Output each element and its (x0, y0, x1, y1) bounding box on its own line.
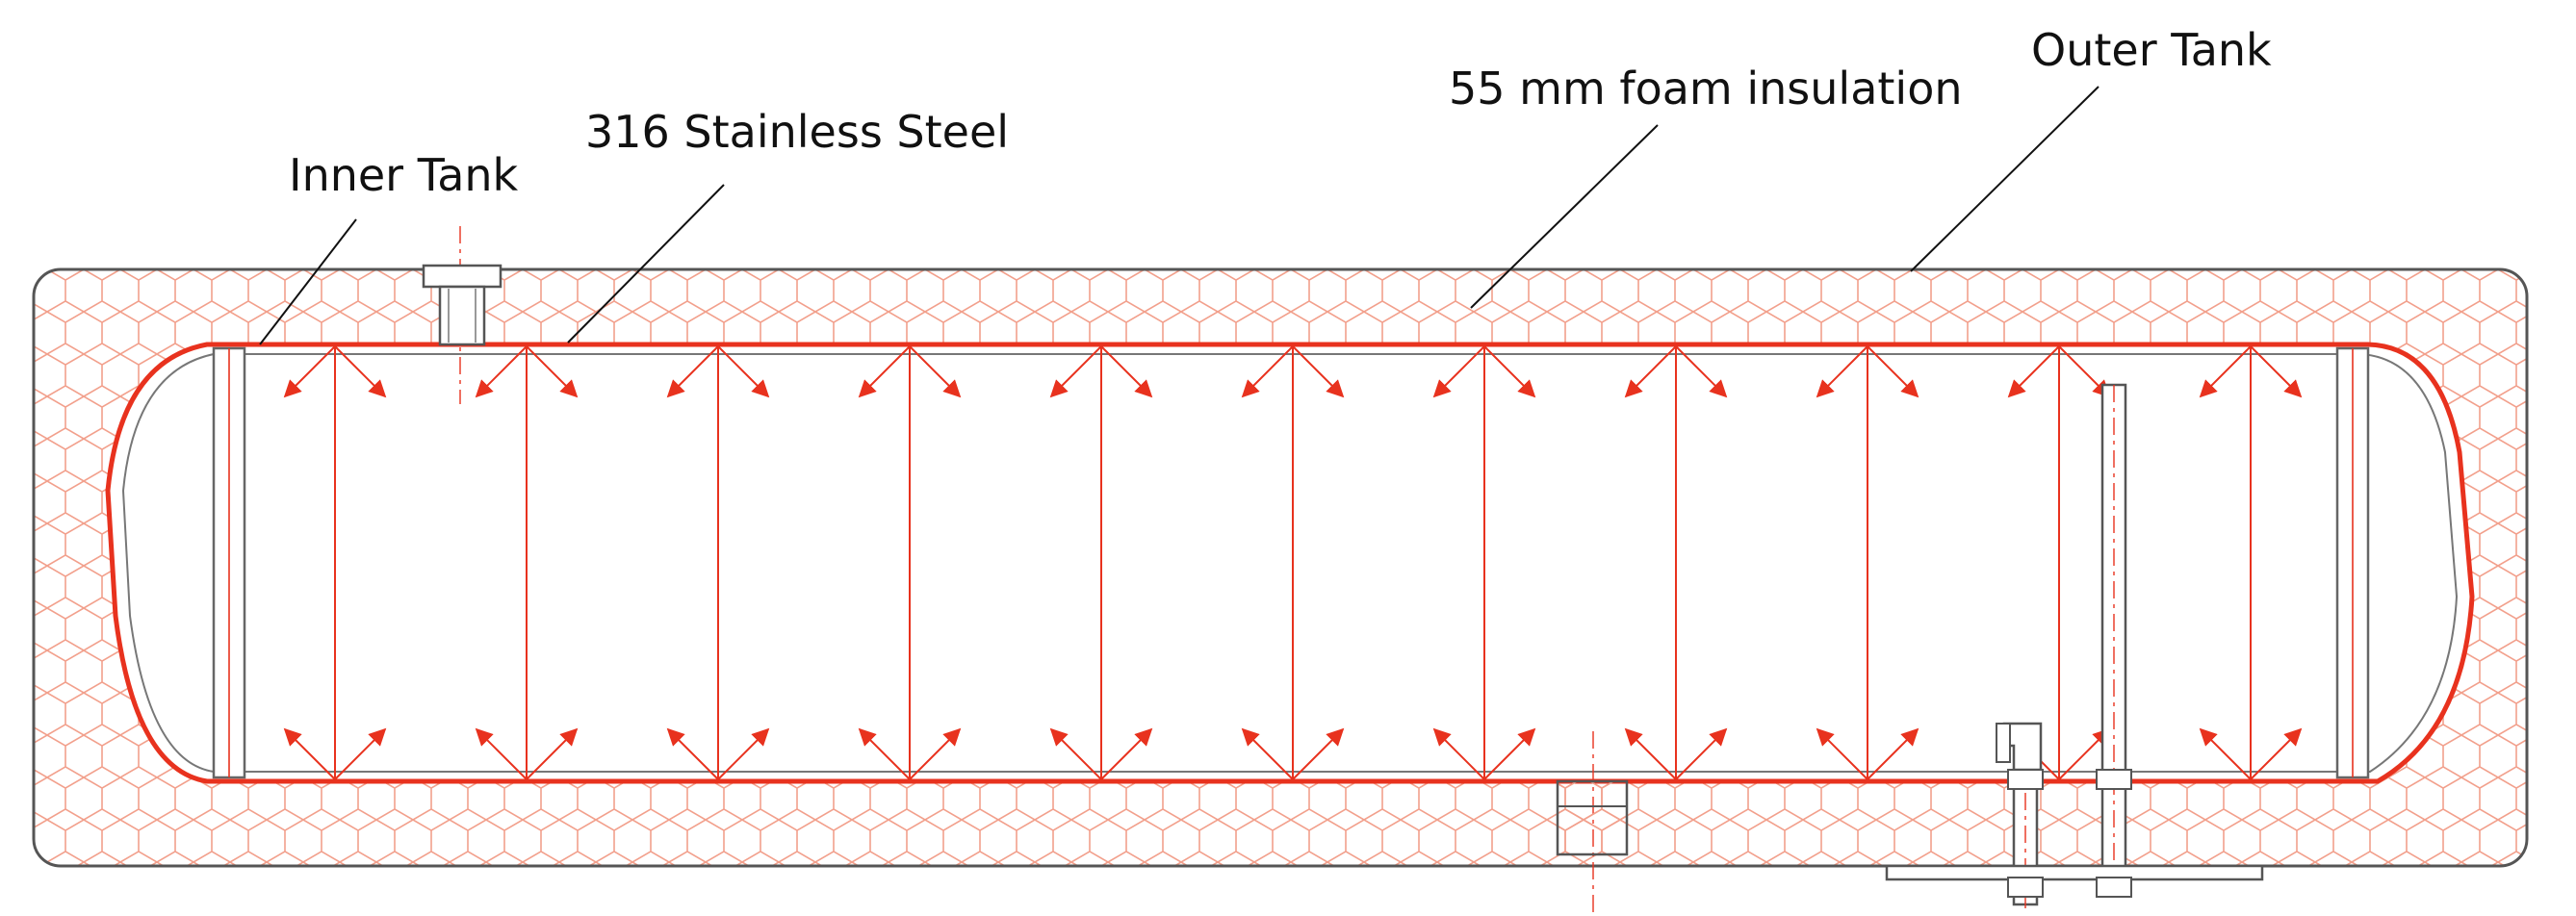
force-arrow (2199, 727, 2252, 780)
bottom-base-plate (1885, 864, 2264, 881)
outer-tank-leader-line (1910, 86, 2099, 272)
force-arrow (1432, 727, 1485, 780)
force-arrow (1049, 345, 1102, 398)
force-arrow (1816, 345, 1868, 398)
force-arrow (1241, 727, 1294, 780)
force-arrow (1483, 345, 1536, 398)
force-arrow (666, 345, 719, 398)
force-arrow (526, 345, 579, 398)
inner-tank-leader-line (259, 218, 357, 345)
force-arrow (909, 345, 962, 398)
force-arrow (2199, 345, 2252, 398)
force-arrow (1292, 345, 1345, 398)
stainless-leader-line (567, 184, 725, 344)
force-arrow (1867, 727, 1919, 780)
force-arrow (2058, 345, 2111, 398)
force-arrow (1816, 727, 1868, 780)
force-arrow (1100, 727, 1153, 780)
force-arrow (334, 345, 387, 398)
force-arrow (1049, 727, 1102, 780)
force-arrow (1292, 727, 1345, 780)
force-arrow (1675, 727, 1728, 780)
force-arrow (475, 727, 528, 780)
force-arrow (717, 345, 770, 398)
foam-insulation-label: 55 mm foam insulation (1449, 63, 1963, 114)
pipe-collar-left (2007, 769, 2044, 790)
force-arrow (1432, 345, 1485, 398)
force-arrow (2007, 345, 2060, 398)
arrow-group (283, 345, 2303, 780)
top-fitting-cap (422, 264, 502, 289)
force-arrow (283, 727, 336, 780)
drain-pipes (1885, 383, 2264, 909)
bottom-sump (1556, 731, 1629, 914)
force-arrow (717, 727, 770, 780)
foam-leader-line (1470, 124, 1659, 309)
force-arrow (1675, 345, 1728, 398)
force-arrow (2250, 345, 2303, 398)
force-arrow (1100, 345, 1153, 398)
force-arrow (1241, 345, 1294, 398)
stainless-steel-wall (105, 342, 2475, 784)
force-arrow (2058, 727, 2111, 780)
stainless-steel-label: 316 Stainless Steel (585, 106, 1009, 158)
force-arrow (666, 727, 719, 780)
force-arrow (283, 345, 336, 398)
force-arrow (475, 345, 528, 398)
baffle-group (334, 344, 2252, 781)
pipe-foot-right (2096, 877, 2132, 898)
force-arrow (1867, 345, 1919, 398)
pipe-foot-left (2007, 877, 2044, 898)
inner-tank-label: Inner Tank (289, 149, 519, 201)
force-arrow (858, 345, 911, 398)
force-arrow (1624, 727, 1677, 780)
top-fitting-body (438, 285, 486, 346)
top-fitting (422, 226, 502, 404)
force-arrow (1624, 345, 1677, 398)
force-arrow (1483, 727, 1536, 780)
outer-tank-label: Outer Tank (2031, 24, 2272, 76)
inner-tank-body (108, 344, 2472, 781)
force-arrow (858, 727, 911, 780)
force-arrow (526, 727, 579, 780)
force-arrow (909, 727, 962, 780)
force-arrow (2250, 727, 2303, 780)
force-arrow (334, 727, 387, 780)
pipe-collar-right (2096, 769, 2132, 790)
elbow-flange (1996, 723, 2011, 763)
bottom-sump-box (1556, 779, 1629, 856)
